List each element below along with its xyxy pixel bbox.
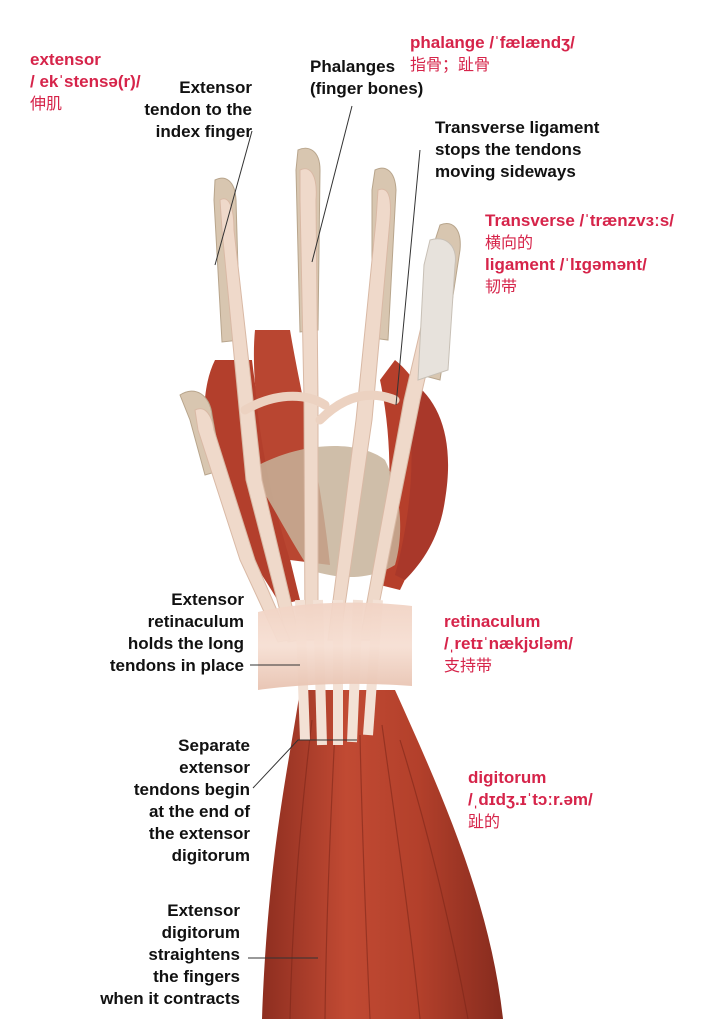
label-extensor-retinaculum: Extensor retinaculum holds the long tend… [84,589,244,677]
thumb-ligament [418,239,455,380]
vocab-extensor: extensor / ekˈstensə(r)/ 伸肌 [30,49,141,115]
label-transverse-ligament: Transverse ligament stops the tendons mo… [435,117,599,183]
label-extensor-digitorum: Extensor digitorum straightens the finge… [78,900,240,1010]
vocab-digitorum: digitorum /ˌdɪdʒ.ɪˈtɔːr.əm/ 趾的 [468,767,593,833]
label-separate-tendons: Separate extensor tendons begin at the e… [100,735,250,867]
retinaculum-band [258,603,412,690]
label-phalanges: Phalanges (finger bones) [310,56,423,100]
vocab-phalange: phalange /ˈfælændʒ/ 指骨；趾骨 [410,32,575,76]
vocab-retinaculum: retinaculum /ˌretɪˈnækjʊləm/ 支持带 [444,611,573,677]
vocab-transverse-ligament: Transverse /ˈtrænzvɜːs/ 横向的 ligament /ˈl… [485,210,674,298]
